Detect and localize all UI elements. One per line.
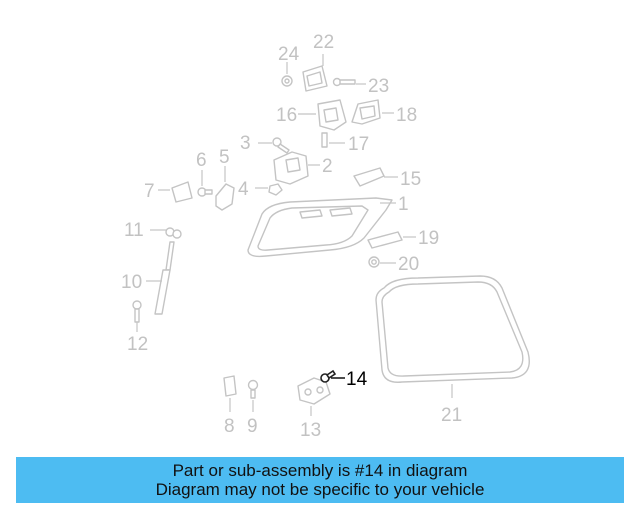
callout-21[interactable]: 21 xyxy=(441,405,462,426)
callout-13[interactable]: 13 xyxy=(300,420,321,441)
callout-12[interactable]: 12 xyxy=(127,334,148,355)
callout-22[interactable]: 22 xyxy=(313,32,334,53)
callout-24[interactable]: 24 xyxy=(278,44,300,65)
part-21-weatherstrip xyxy=(375,275,530,383)
part-24-nut xyxy=(281,75,293,87)
part-9-screw xyxy=(247,379,259,399)
part-3-bolt xyxy=(272,137,290,154)
part-10-gas-strut xyxy=(154,241,175,315)
callout-23[interactable]: 23 xyxy=(368,76,389,97)
part-18-bracket xyxy=(351,99,381,125)
callout-18[interactable]: 18 xyxy=(396,105,417,126)
callout-8[interactable]: 8 xyxy=(224,416,235,437)
callout-10[interactable]: 10 xyxy=(121,272,142,293)
callout-9[interactable]: 9 xyxy=(247,416,258,437)
part-11-ball-stud xyxy=(165,227,182,239)
part-4-nut xyxy=(268,183,283,196)
callout-19[interactable]: 19 xyxy=(418,228,439,249)
callout-20[interactable]: 20 xyxy=(398,254,419,275)
callout-5[interactable]: 5 xyxy=(219,147,230,168)
info-banner: Part or sub-assembly is #14 in diagram D… xyxy=(16,457,624,503)
part-17-bolt xyxy=(321,132,328,148)
callout-15[interactable]: 15 xyxy=(400,169,421,190)
part-22-hinge xyxy=(302,65,328,92)
part-16-hinge xyxy=(317,99,347,131)
part-15-handle xyxy=(353,167,385,187)
part-13-latch-bracket xyxy=(297,377,331,405)
part-23-bolt xyxy=(332,77,356,87)
callout-14[interactable]: 14 xyxy=(346,369,368,390)
part-20-bumper xyxy=(368,256,380,268)
part-12-stud xyxy=(132,300,142,323)
callout-6[interactable]: 6 xyxy=(196,150,207,171)
part-7-hinge-block xyxy=(171,181,193,203)
callout-7[interactable]: 7 xyxy=(144,181,155,202)
part-14-bolt-highlighted[interactable] xyxy=(320,369,337,383)
part-1-liftgate xyxy=(247,197,393,258)
part-6-bolt xyxy=(197,187,213,197)
part-5-bracket xyxy=(215,183,235,211)
callout-16[interactable]: 16 xyxy=(276,105,297,126)
part-2-latch xyxy=(273,151,309,185)
callout-1[interactable]: 1 xyxy=(398,194,409,215)
part-8-clip xyxy=(223,375,237,397)
banner-line-1: Part or sub-assembly is #14 in diagram xyxy=(172,461,468,480)
callout-4[interactable]: 4 xyxy=(238,179,249,200)
callout-17[interactable]: 17 xyxy=(348,134,369,155)
banner-line-2: Diagram may not be specific to your vehi… xyxy=(155,480,485,499)
part-19-lamp xyxy=(367,231,403,249)
callout-3[interactable]: 3 xyxy=(240,133,251,154)
callout-2[interactable]: 2 xyxy=(322,156,333,177)
callout-11[interactable]: 11 xyxy=(124,220,144,241)
